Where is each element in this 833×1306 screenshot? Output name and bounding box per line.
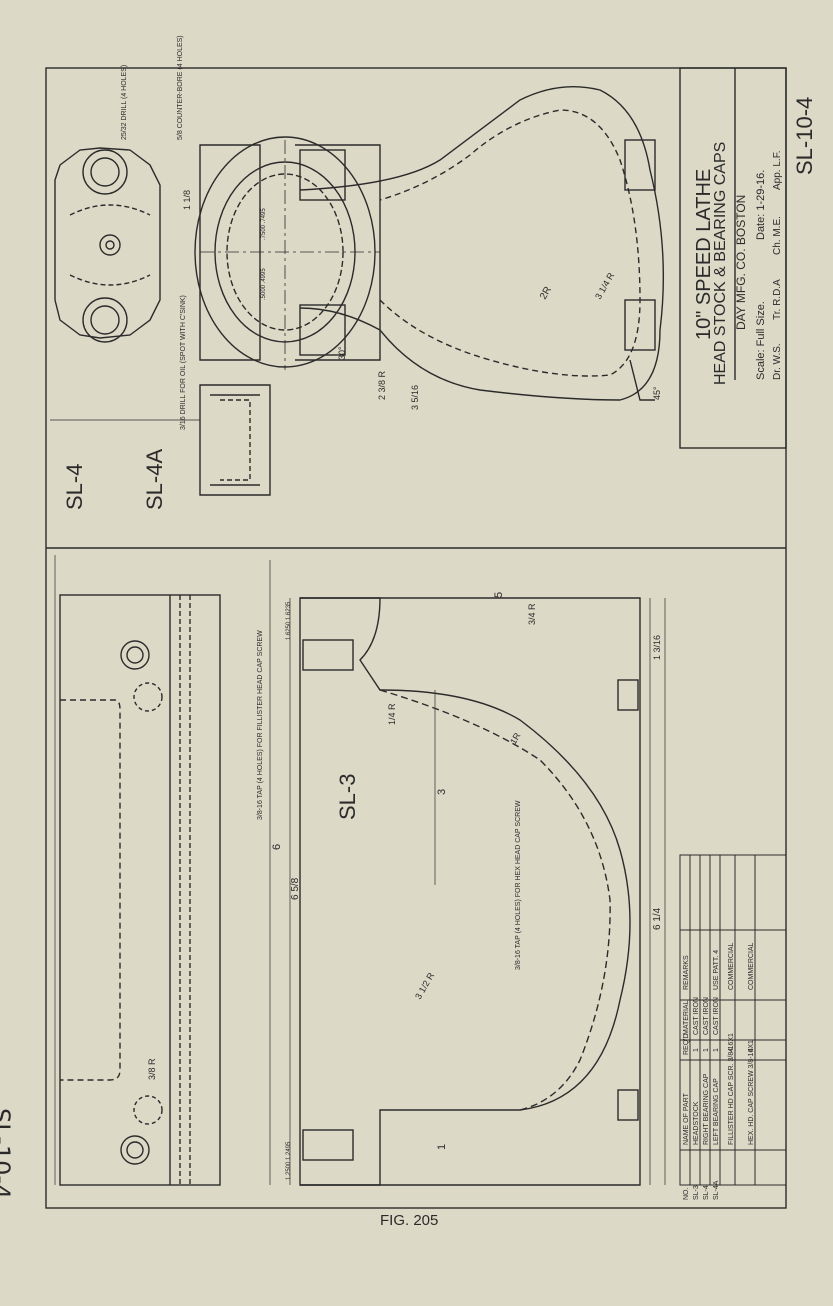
bom-r2-no: SL-4 xyxy=(703,1185,710,1200)
note-counterbore: 5/8 COUNTER-BORE (4 HOLES) xyxy=(177,35,184,140)
sl4-front-view xyxy=(194,136,381,370)
bom-r3-material: CAST IRON xyxy=(713,997,720,1035)
sheet-id-top: SL-10-4 xyxy=(792,97,817,175)
title-drawn: Dr. W.S. xyxy=(772,343,783,380)
sl4a-view xyxy=(199,384,271,496)
dimension-lines xyxy=(50,419,666,1185)
bom-header-name: NAME OF PART xyxy=(683,1092,690,1145)
dim-6-1-4: 6 1/4 xyxy=(652,907,663,930)
bom-r1-reqd: 1 xyxy=(693,1048,700,1052)
sheet-id-bottom: SL-10-4 xyxy=(0,1108,15,1200)
title-date: Date: 1-29-16. xyxy=(755,170,767,240)
bom-r5-name: HEX. HD. CAP SCREW 3/8-16X1 xyxy=(748,1040,755,1145)
bom-header-reqd: REQ'D xyxy=(683,1033,690,1055)
radius-3-1-4: 3 1/4 R xyxy=(593,270,616,301)
sl4-top-view xyxy=(54,147,161,343)
title-approved: App. L.F. xyxy=(772,151,783,190)
bom-r3-reqd: 1 xyxy=(713,1048,720,1052)
title-block-frame xyxy=(679,67,787,449)
bom-r4-name: FILLISTER HD CAP SCR. 3/8-16X1 xyxy=(728,1033,735,1145)
title-line1: 10" SPEED LATHE xyxy=(693,169,715,340)
dim-5: 5 xyxy=(493,592,505,598)
bom-r3-no: SL-4A xyxy=(713,1180,720,1200)
bom-r4-remarks: COMMERCIAL xyxy=(728,942,735,990)
title-traced: Tr. R.D.A xyxy=(772,279,783,320)
dim-6-5-8: 6 5/8 xyxy=(290,877,301,900)
radius-1: 1R xyxy=(508,731,523,746)
radius-2: 2R xyxy=(538,285,554,302)
bore-left: .5000 .4995 xyxy=(261,268,267,300)
dim-1-3-16: 1 3/16 xyxy=(652,635,662,660)
angle-30: 30° xyxy=(337,346,347,360)
bom-r1-material: CAST IRON xyxy=(693,997,700,1035)
bom-r4-reqd: 4 xyxy=(728,1048,735,1052)
bom-r3-name: LEFT BEARING CAP xyxy=(713,1078,720,1145)
title-company: DAY MFG. CO. BOSTON xyxy=(734,195,748,330)
bom-r5-reqd: 4 xyxy=(748,1048,755,1052)
dim-6: 6 xyxy=(271,844,283,850)
bom-r5-remarks: COMMERCIAL xyxy=(748,942,755,990)
bom-r1-no: SL-3 xyxy=(693,1185,700,1200)
dim-3: 3 xyxy=(436,789,448,795)
sl3-long-view xyxy=(59,594,641,1186)
figure-caption: FIG. 205 xyxy=(380,1212,439,1229)
bom-r2-name: RIGHT BEARING CAP xyxy=(703,1073,710,1145)
note-hex-tap: 3/8-16 TAP (4 HOLES) FOR HEX HEAD CAP SC… xyxy=(515,800,522,970)
angle-45: 45° xyxy=(652,386,662,400)
title-scale: Scale: Full Size. xyxy=(755,301,767,380)
radius-3-8: 3/8 R xyxy=(147,1058,157,1080)
dim-1-1-8: 1 1/8 xyxy=(182,190,192,210)
bom-r2-material: CAST IRON xyxy=(703,997,710,1035)
bolt-dim-a: 1.2500 1.2495 xyxy=(286,1141,292,1180)
radius-3-1-2: 3 1/2 R xyxy=(413,970,436,1001)
note-oil-drill: 3/16 DRILL FOR OIL (SPOT WITH C'SINK) xyxy=(180,295,187,430)
headstock-profile xyxy=(299,86,665,401)
bom-header-material: MATERIAL xyxy=(683,1000,690,1035)
dim-3-5-16: 3 5/16 xyxy=(410,385,420,410)
bom-r3-remarks: USE PATT. 4 xyxy=(713,950,720,990)
bom-header-no: NO. xyxy=(683,1188,690,1201)
border xyxy=(45,67,787,1209)
bom-grid xyxy=(679,854,787,1186)
bore-right: .7500 .7495 xyxy=(261,208,267,240)
view-label-sl3: SL-3 xyxy=(335,774,360,820)
radius-1-4: 1/4 R xyxy=(387,703,397,725)
title-line2: HEAD STOCK & BEARING CAPS xyxy=(712,142,729,385)
bom-header-remarks: REMARKS xyxy=(683,955,690,990)
bolt-dim-b: 1.6250 1.6235 xyxy=(286,601,292,640)
dim-1: 1 xyxy=(436,1144,448,1150)
radius-2-3-8: 2 3/8 R xyxy=(377,370,387,400)
bom-r1-name: HEADSTOCK xyxy=(693,1101,700,1145)
radius-3-4: 3/4 R xyxy=(527,603,537,625)
view-label-sl4a: SL-4A xyxy=(142,449,167,510)
view-label-sl4: SL-4 xyxy=(62,464,87,510)
bom-r2-reqd: 1 xyxy=(703,1048,710,1052)
note-drill: 25/32 DRILL (4 HOLES) xyxy=(121,65,128,140)
title-checked: Ch. M.E. xyxy=(772,216,783,255)
note-fillister-tap: 3/8-16 TAP (4 HOLES) FOR FILLISTER HEAD … xyxy=(257,630,264,820)
